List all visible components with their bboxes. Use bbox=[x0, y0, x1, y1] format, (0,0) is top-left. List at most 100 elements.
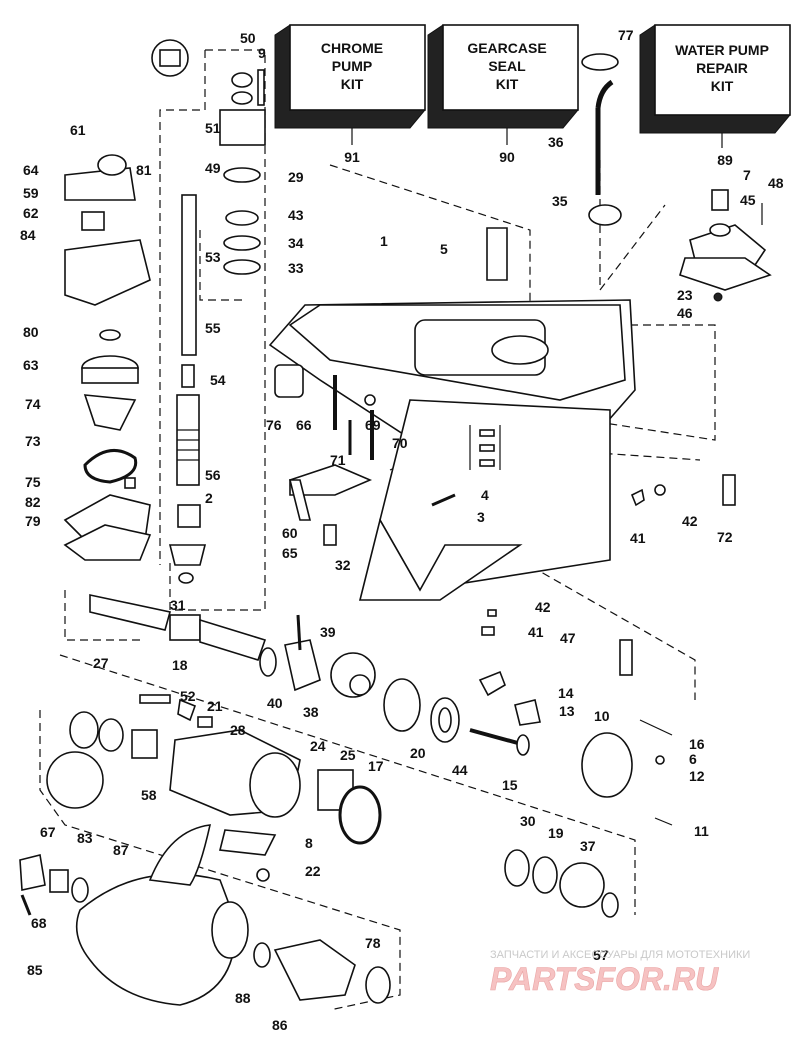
callout-46: 46 bbox=[677, 305, 693, 321]
callout-41: 41 bbox=[630, 530, 646, 546]
callout-2: 2 bbox=[205, 490, 213, 506]
callout-40: 40 bbox=[267, 695, 283, 711]
water-pump-parts bbox=[63, 154, 152, 561]
kit-chrome-line1: CHROME bbox=[321, 40, 383, 56]
callout-36: 36 bbox=[548, 134, 564, 150]
callout-87: 87 bbox=[113, 842, 129, 858]
watermark: ЗАПЧАСТИ И АКСЕССУАРЫ ДЛЯ МОТОТЕХНИКИ PA… bbox=[490, 949, 751, 997]
callout-83: 83 bbox=[77, 830, 93, 846]
callout-49: 49 bbox=[205, 160, 221, 176]
callout-84: 84 bbox=[20, 227, 36, 243]
right-top-parts bbox=[486, 53, 772, 302]
callout-73: 73 bbox=[25, 433, 41, 449]
callout-50: 50 bbox=[240, 30, 256, 46]
callout-25: 25 bbox=[340, 747, 356, 763]
kit-box-chrome-pump: CHROME PUMP KIT 91 bbox=[274, 24, 426, 165]
callout-67: 67 bbox=[40, 824, 56, 840]
kit-gearcase-line1: GEARCASE bbox=[467, 40, 546, 56]
callout-34: 34 bbox=[288, 235, 304, 251]
callout-80: 80 bbox=[23, 324, 39, 340]
callout-52: 52 bbox=[180, 688, 196, 704]
driveshaft-column bbox=[151, 39, 266, 584]
watermark-logo: PARTSFOR.RU bbox=[490, 961, 719, 997]
callout-17: 17 bbox=[368, 758, 384, 774]
watermark-tagline: ЗАПЧАСТИ И АКСЕССУАРЫ ДЛЯ МОТОТЕХНИКИ bbox=[490, 949, 750, 961]
callout-18: 18 bbox=[172, 657, 188, 673]
callout-58: 58 bbox=[141, 787, 157, 803]
callout-29: 29 bbox=[288, 169, 304, 185]
callout-labels: 50 9 51 49 29 43 34 33 53 55 54 56 2 32 … bbox=[20, 27, 784, 1033]
callout-28: 28 bbox=[230, 722, 246, 738]
kit-chrome-line3: KIT bbox=[341, 76, 364, 92]
callout-81: 81 bbox=[136, 162, 152, 178]
callout-37: 37 bbox=[580, 838, 596, 854]
callout-60: 60 bbox=[282, 525, 298, 541]
propeller-assembly bbox=[19, 824, 391, 1006]
callout-1: 1 bbox=[380, 233, 388, 249]
callout-86: 86 bbox=[272, 1017, 288, 1033]
callout-14: 14 bbox=[558, 685, 574, 701]
callout-70: 70 bbox=[392, 435, 408, 451]
kit-gearcase-line2: SEAL bbox=[488, 58, 526, 74]
callout-7: 7 bbox=[743, 167, 751, 183]
callout-33: 33 bbox=[288, 260, 304, 276]
callout-59: 59 bbox=[23, 185, 39, 201]
callout-55: 55 bbox=[205, 320, 221, 336]
callout-75: 75 bbox=[25, 474, 41, 490]
callout-47: 47 bbox=[560, 630, 576, 646]
callout-61: 61 bbox=[70, 122, 86, 138]
callout-53: 53 bbox=[205, 249, 221, 265]
kit-gearcase-line3: KIT bbox=[496, 76, 519, 92]
callout-90: 90 bbox=[499, 149, 515, 165]
callout-35: 35 bbox=[552, 193, 568, 209]
callout-19: 19 bbox=[548, 825, 564, 841]
callout-6: 6 bbox=[689, 751, 697, 767]
callout-15: 15 bbox=[502, 777, 518, 793]
callout-10: 10 bbox=[594, 708, 610, 724]
callout-57: 57 bbox=[593, 947, 609, 963]
gearcase-housing bbox=[268, 299, 636, 601]
callout-64: 64 bbox=[23, 162, 39, 178]
bearing-housing bbox=[46, 694, 619, 918]
kit-waterpump-line1: WATER PUMP bbox=[675, 42, 769, 58]
callout-88: 88 bbox=[235, 990, 251, 1006]
callout-62: 62 bbox=[23, 205, 39, 221]
callout-79: 79 bbox=[25, 513, 41, 529]
callout-5: 5 bbox=[440, 241, 448, 257]
callout-42b: 42 bbox=[535, 599, 551, 615]
callout-89: 89 bbox=[717, 152, 733, 168]
callout-66: 66 bbox=[296, 417, 312, 433]
callout-71: 71 bbox=[330, 452, 346, 468]
callout-27: 27 bbox=[93, 655, 109, 671]
middle-parts bbox=[274, 364, 736, 636]
kit-box-water-pump-repair: WATER PUMP REPAIR KIT 89 bbox=[639, 24, 791, 168]
callout-16: 16 bbox=[689, 736, 705, 752]
callout-4: 4 bbox=[481, 487, 489, 503]
callout-78: 78 bbox=[365, 935, 381, 951]
callout-82: 82 bbox=[25, 494, 41, 510]
callout-77: 77 bbox=[618, 27, 634, 43]
kit-waterpump-line3: KIT bbox=[711, 78, 734, 94]
callout-38: 38 bbox=[303, 704, 319, 720]
callout-42: 42 bbox=[682, 513, 698, 529]
kit-chrome-line2: PUMP bbox=[332, 58, 372, 74]
callout-24: 24 bbox=[310, 738, 326, 754]
callout-31: 31 bbox=[170, 597, 186, 613]
kit-waterpump-line2: REPAIR bbox=[696, 60, 748, 76]
callout-39: 39 bbox=[320, 624, 336, 640]
callout-9: 9 bbox=[258, 45, 266, 61]
callout-68: 68 bbox=[31, 915, 47, 931]
callout-51: 51 bbox=[205, 120, 221, 136]
callout-3: 3 bbox=[477, 509, 485, 525]
callout-76: 76 bbox=[266, 417, 282, 433]
callout-45: 45 bbox=[740, 192, 756, 208]
callout-43: 43 bbox=[288, 207, 304, 223]
callout-44: 44 bbox=[452, 762, 468, 778]
callout-65: 65 bbox=[282, 545, 298, 561]
callout-48: 48 bbox=[768, 175, 784, 191]
callout-54: 54 bbox=[210, 372, 226, 388]
callout-63: 63 bbox=[23, 357, 39, 373]
callout-85: 85 bbox=[27, 962, 43, 978]
callout-13: 13 bbox=[559, 703, 575, 719]
callout-22: 22 bbox=[305, 863, 321, 879]
